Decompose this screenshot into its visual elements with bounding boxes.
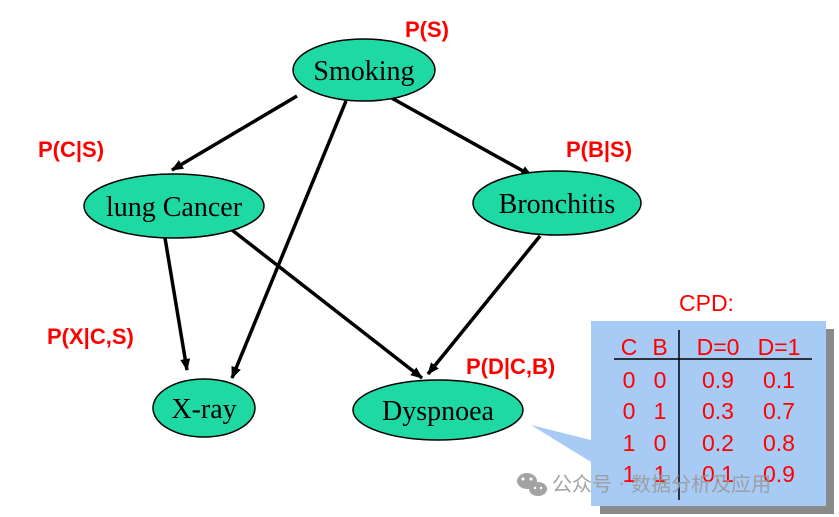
- edge-bronchitis-to-dyspnoea: [426, 234, 542, 376]
- cpd-title: CPD:: [679, 290, 734, 316]
- prob-label-p-d-cb: P(D|C,B): [466, 354, 555, 379]
- cpd-header-d1: D=1: [758, 334, 801, 360]
- prob-label-p-c-s: P(C|S): [38, 137, 104, 162]
- cpd-cell: 0: [654, 367, 667, 393]
- cpd-cell: 0: [654, 430, 667, 456]
- node-bronchitis: Bronchitis: [472, 170, 642, 236]
- cpd-cell: 0.2: [702, 430, 734, 456]
- edge-smoking-to-bronchitis: [387, 94, 533, 178]
- edge-smoking-to-lung-cancer: [171, 94, 298, 172]
- cpd-callout: CPD: C B D=0 D=1 0 0 0.9 0.1 0 1 0.3 0.7…: [531, 290, 834, 514]
- node-label-bronchitis: Bronchitis: [499, 189, 616, 220]
- cpd-cell: 0: [623, 398, 636, 424]
- cpd-cell: 0: [623, 367, 636, 393]
- cpd-cell: 0.1: [702, 461, 734, 487]
- cpd-cell: 1: [654, 398, 667, 424]
- wechat-icon: [517, 473, 547, 496]
- edges: [163, 94, 542, 380]
- cpd-cell: 0.3: [702, 398, 734, 424]
- edge-lung-cancer-to-xray: [163, 237, 191, 371]
- node-label-dyspnoea: Dyspnoea: [382, 396, 495, 427]
- cpd-cell: 1: [623, 461, 636, 487]
- cpd-cell: 0.9: [763, 461, 795, 487]
- cpd-header-d0: D=0: [697, 334, 740, 360]
- prob-label-p-s: P(S): [405, 17, 449, 42]
- node-smoking: Smoking: [292, 38, 436, 102]
- prob-label-p-b-s: P(B|S): [566, 137, 632, 162]
- node-label-smoking: Smoking: [313, 56, 414, 87]
- watermark-text: 公众号 · 数据分析及应用: [552, 472, 771, 496]
- node-label-xray: X-ray: [171, 394, 236, 425]
- edge-lung-cancer-to-dyspnoea: [230, 228, 424, 380]
- cpd-cell: 1: [623, 430, 636, 456]
- cpd-cell: 1: [654, 461, 667, 487]
- cpd-cell: 0.8: [763, 430, 795, 456]
- cpd-cell: 0.9: [702, 367, 734, 393]
- prob-label-p-x-cs: P(X|C,S): [47, 324, 134, 349]
- edge-smoking-to-xray: [230, 100, 348, 379]
- node-dyspnoea: Dyspnoea: [352, 379, 524, 441]
- node-xray: X-ray: [152, 378, 256, 438]
- node-label-lung-cancer: lung Cancer: [106, 192, 243, 223]
- cpd-cell: 0.1: [763, 367, 795, 393]
- cpd-cell: 0.7: [763, 398, 795, 424]
- watermark: 公众号 · 数据分析及应用: [517, 472, 771, 496]
- node-lung-cancer: lung Cancer: [83, 173, 265, 239]
- cpd-header-b: B: [652, 334, 667, 360]
- cpd-header-c: C: [621, 334, 638, 360]
